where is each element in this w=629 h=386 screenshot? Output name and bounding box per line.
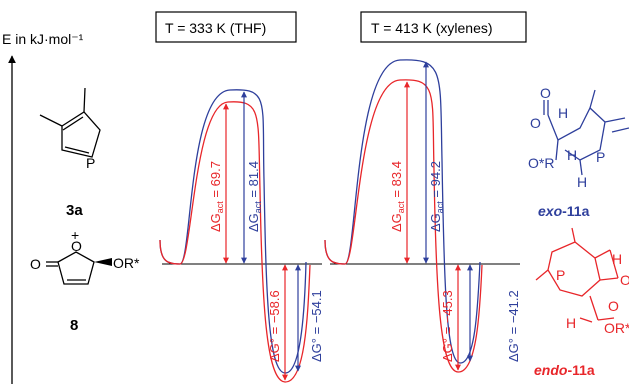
endo-atom-or: OR* — [604, 320, 629, 336]
exo-atom-o1: O — [540, 85, 551, 101]
molecule-endo-11a — [535, 227, 619, 323]
molecule-8-substituent: OR* — [113, 255, 140, 271]
molecule-3a — [39, 87, 101, 158]
energy-axis-label: E in kJ·mol⁻¹ — [2, 31, 84, 47]
exo-atom-ostar-r: O*R — [528, 155, 554, 171]
molecule-8-label: 8 — [70, 317, 78, 334]
condition-box-thf: T = 333 K (THF) — [155, 11, 297, 43]
molecule-8 — [46, 251, 95, 285]
barrier-label-blue-thf: ΔGact = 81.4 — [246, 161, 263, 232]
molecule-8-carbonyl-o: O — [30, 256, 41, 272]
free-energy-label-red-xylenes: ΔG° = −45.3 — [440, 290, 455, 362]
free-energy-label-blue-thf: ΔG° = −54.1 — [309, 290, 324, 362]
barrier-label-blue-xylenes: ΔGact = 94.2 — [428, 161, 445, 232]
molecule-8-wedge — [94, 258, 112, 266]
molecule-3a-label: 3a — [66, 202, 83, 219]
endo-11a-label: endo-11a — [534, 362, 595, 378]
exo-atom-h2: H — [567, 147, 577, 163]
endo-atom-h1: H — [612, 251, 622, 267]
energy-curve-blue-thf — [159, 89, 307, 374]
exo-atom-h1: H — [558, 105, 568, 121]
endo-atom-o2: O — [608, 298, 619, 314]
endo-atom-h2: H — [566, 315, 576, 331]
endo-atom-o1: O — [620, 272, 629, 288]
energy-curve-red-xylenes — [324, 79, 483, 373]
free-energy-label-red-thf: ΔG° = −58.6 — [267, 290, 282, 362]
molecule-exo-11a — [543, 89, 629, 176]
condition-label-thf: T = 333 K (THF) — [165, 20, 266, 36]
exo-atom-p: P — [596, 149, 605, 165]
condition-box-xylenes: T = 413 K (xylenes) — [360, 11, 527, 43]
condition-label-xylenes: T = 413 K (xylenes) — [371, 20, 493, 36]
barrier-label-red-thf: ΔGact = 69.7 — [208, 161, 225, 232]
endo-atom-p: P — [556, 267, 565, 283]
molecule-3a-p-atom: P — [86, 155, 95, 171]
exo-atom-h3: H — [577, 174, 587, 190]
energy-curve-red-thf — [159, 101, 311, 383]
plus-sign: + — [71, 227, 79, 243]
barrier-label-red-xylenes: ΔGact = 83.4 — [389, 161, 406, 232]
exo-atom-o2: O — [530, 115, 541, 131]
molecule-8-ring-o: O — [71, 238, 82, 254]
exo-11a-label: exo-11a — [538, 203, 590, 219]
free-energy-label-blue-xylenes: ΔG° = −41.2 — [506, 290, 521, 362]
